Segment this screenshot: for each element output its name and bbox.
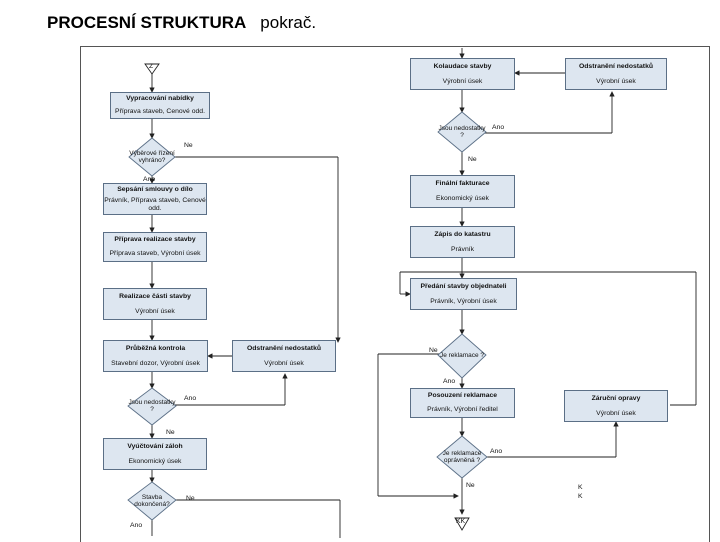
box-finalni-sub: Ekonomický úsek [436,195,489,203]
decision-shape-nedostatky-right [437,111,487,153]
label-ne-dokoncena: Ne [186,495,195,502]
box-kolaudace-sub: Výrobní úsek [442,77,483,85]
box-odstraneni-left-head: Odstranění nedostatků [246,344,322,352]
box-zapis: Zápis do katastru Právník [410,226,515,258]
page-title: PROCESNÍ STRUKTURA pokrač. [47,13,316,33]
box-zarucni-head: Záruční opravy [591,394,641,402]
box-priprava-head: Příprava realizace stavby [114,236,196,244]
box-prubezna: Průběžná kontrola Stavební dozor, Výrobn… [103,340,208,372]
decision-vyberove: Výběrové řízení vyhráno? [129,149,175,164]
box-vypracovani-sub: Příprava staveb, Cenové odd. [115,107,205,115]
box-realizace-head: Realizace části stavby [119,292,191,300]
box-kolaudace: Kolaudace stavby Výrobní úsek [410,58,515,90]
box-zarucni-sub: Výrobní úsek [596,409,636,417]
diagram-frame [80,46,710,542]
box-realizace: Realizace části stavby Výrobní úsek [103,288,207,320]
start-connector-shape [144,63,160,75]
decision-nedostatky-left: Jsou nedostatky ? [128,398,176,413]
box-kolaudace-head: Kolaudace stavby [433,62,492,70]
decision-shape-nedostatky-left [127,387,177,426]
box-sepsani-sub: Právník, Příprava staveb, Cenové odd. [104,196,206,212]
box-prubezna-head: Průběžná kontrola [125,344,186,352]
box-priprava: Příprava realizace stavby Příprava stave… [103,232,207,262]
title-main: PROCESNÍ STRUKTURA [47,13,247,32]
decision-nedostatky-right: Jsou nedostatky ? [438,124,486,139]
label-side-k2: K [578,493,583,500]
label-ano-nedostatky-right: Ano [492,124,505,131]
box-posouzeni-head: Posouzení reklamace [427,392,498,400]
box-finalni: Finální fakturace Ekonomický úsek [410,175,515,208]
box-zapis-head: Zápis do katastru [434,230,491,238]
box-odstraneni-right-sub: Výrobní úsek [596,77,636,85]
box-odstraneni-left-sub: Výrobní úsek [264,359,304,367]
title-continuation: pokrač. [260,13,317,32]
box-posouzeni: Posouzení reklamace Právník, Výrobní řed… [410,388,515,418]
label-ne-nedostatky-left: Ne [166,429,175,436]
label-ano-opravnena: Ano [490,448,503,455]
box-posouzeni-sub: Právník, Výrobní ředitel [427,406,498,414]
box-vyuctovani: Vyúčtování záloh Ekonomický úsek [103,438,207,470]
box-vypracovani-head: Vypracování nabídky [126,95,194,103]
decision-dokoncena: Stavba dokončená? [134,493,170,508]
label-ne-vyberove: Ne [184,142,193,149]
box-odstraneni-right-head: Odstranění nedostatků [578,62,654,70]
start-connector-label: Z [149,63,154,70]
box-zapis-sub: Právník [450,245,475,253]
label-ano-nedostatky-left: Ano [184,395,197,402]
label-ne-opravnena: Ne [466,482,475,489]
decision-shape-opravnena [436,435,488,479]
box-prubezna-sub: Stavební dozor, Výrobní úsek [111,359,200,367]
label-side-k1: K [578,484,583,491]
box-predani-sub: Právník, Výrobní úsek [430,297,497,305]
box-realizace-sub: Výrobní úsek [135,307,175,315]
box-predani-head: Předání stavby objednateli [420,282,507,290]
box-vyuctovani-head: Vyúčtování záloh [127,442,183,450]
box-predani: Předání stavby objednateli Právník, Výro… [410,278,517,310]
box-sepsani-head: Sepsání smlouvy o dílo [117,185,193,193]
decision-opravnena: Je reklamace oprávněná ? [442,449,482,464]
label-ano-vyberove: Ano [143,176,156,183]
box-odstraneni-left: Odstranění nedostatků Výrobní úsek [232,340,336,372]
end-connector-label: KK [456,518,466,525]
label-ano-reklamace: Ano [443,378,456,385]
box-zarucni: Záruční opravy Výrobní úsek [564,390,668,422]
box-vyuctovani-sub: Ekonomický úsek [128,457,182,465]
box-priprava-sub: Příprava staveb, Výrobní úsek [109,250,201,258]
label-ne-reklamace: Ne [429,347,438,354]
box-odstraneni-right: Odstranění nedostatků Výrobní úsek [565,58,667,90]
box-sepsani: Sepsání smlouvy o dílo Právník, Příprava… [103,183,207,215]
label-ne-nedostatky-right: Ne [468,156,477,163]
decision-reklamace: Je reklamace ? [439,352,485,360]
end-connector-shape [454,517,470,531]
box-finalni-head: Finální fakturace [435,179,490,187]
label-ano-dokoncena: Ano [130,522,143,529]
decision-shape-vyberove [128,137,176,177]
decision-shape-reklamace [437,333,487,379]
box-vypracovani: Vypracování nabídky Příprava staveb, Cen… [110,92,210,119]
decision-shape-dokoncena [127,481,177,521]
